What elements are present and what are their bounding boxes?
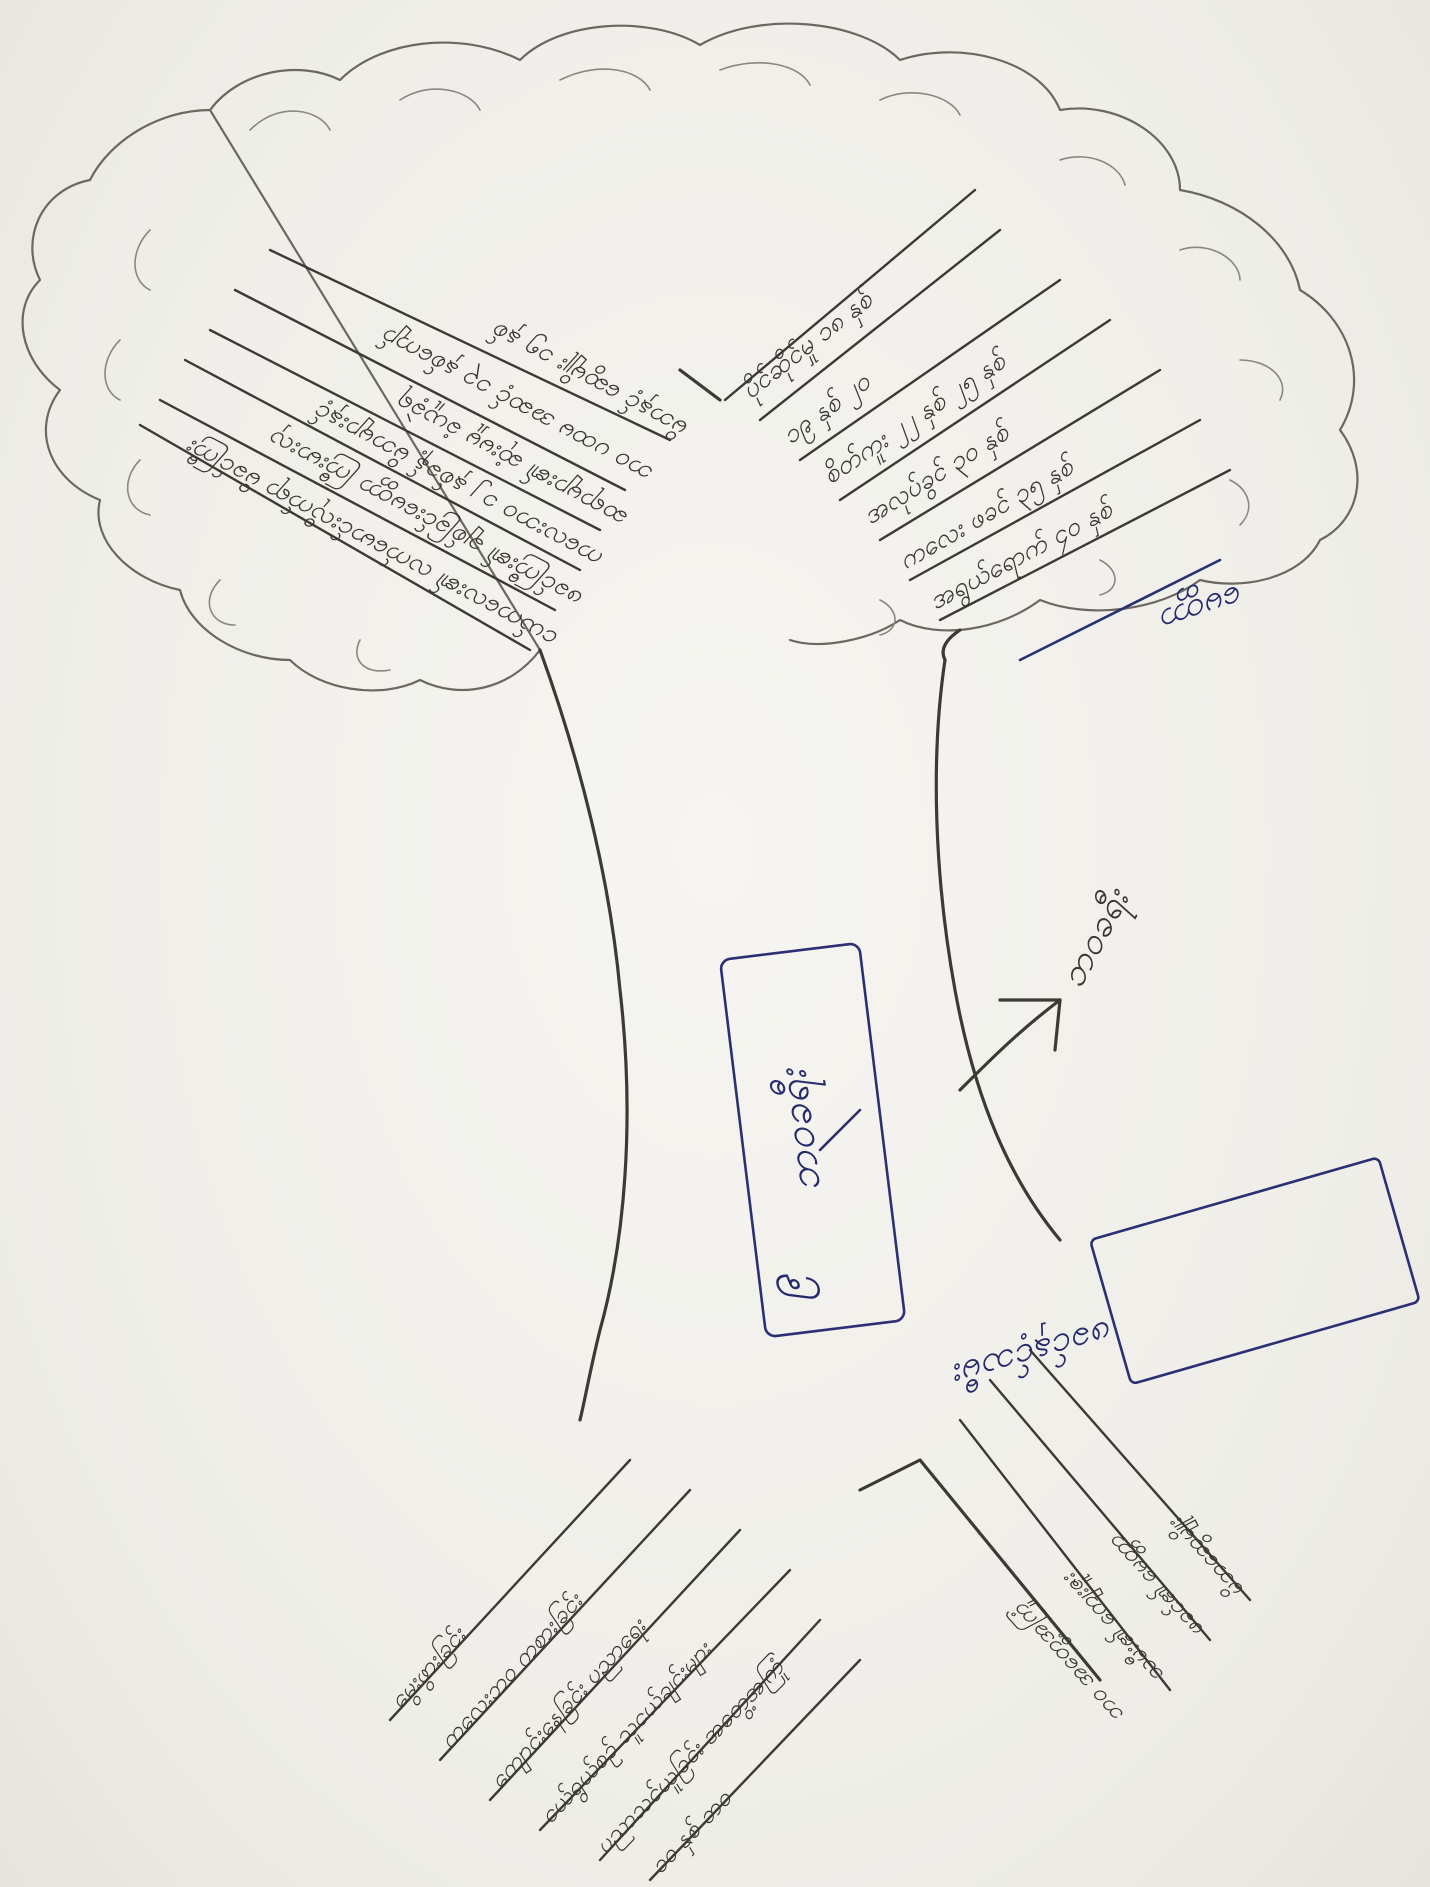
trunk-right-top bbox=[943, 630, 960, 660]
trunk-right-edge bbox=[936, 660, 1060, 1240]
root-left-line-2: ကလေးဘဝ ကစားခြင်း bbox=[433, 1585, 593, 1757]
canopy-right-rule-5 bbox=[910, 420, 1200, 580]
right-box-title: ဖခင်နှင့်သမီး bbox=[945, 1305, 1118, 1397]
canopy-left-text-group: ငယ်ကလေး၏ လက်မောင်းလိုက်ရာ မိခင်ကြီး ဖခင်… bbox=[179, 311, 696, 657]
canopy-v-left bbox=[680, 370, 720, 400]
arrow-label: ဘဝခရီး bbox=[1052, 880, 1145, 998]
center-box-number: ၉ bbox=[753, 1270, 822, 1307]
canopy-left-line-6: မိဘနှင့် ဆွေမျိုး ၁၅ နှစ် bbox=[484, 311, 696, 446]
center-box-inner-mark bbox=[820, 1110, 860, 1150]
center-box-title: ဘဝခရီး bbox=[766, 1063, 839, 1195]
trunk-left-edge bbox=[540, 650, 627, 1420]
trunk-arrow-shaft bbox=[960, 1000, 1060, 1090]
root-left-line-3: ကျောင်းနေခြင်း ပညာရေး bbox=[483, 1610, 656, 1797]
roots-right-text-group: မိဘဆွေမျိုး ဖခင်၏ မေတ္တာ သမီး၏ ကျေးဇူး ဘ… bbox=[1004, 1508, 1253, 1731]
right-box-outline bbox=[1090, 1157, 1420, 1384]
